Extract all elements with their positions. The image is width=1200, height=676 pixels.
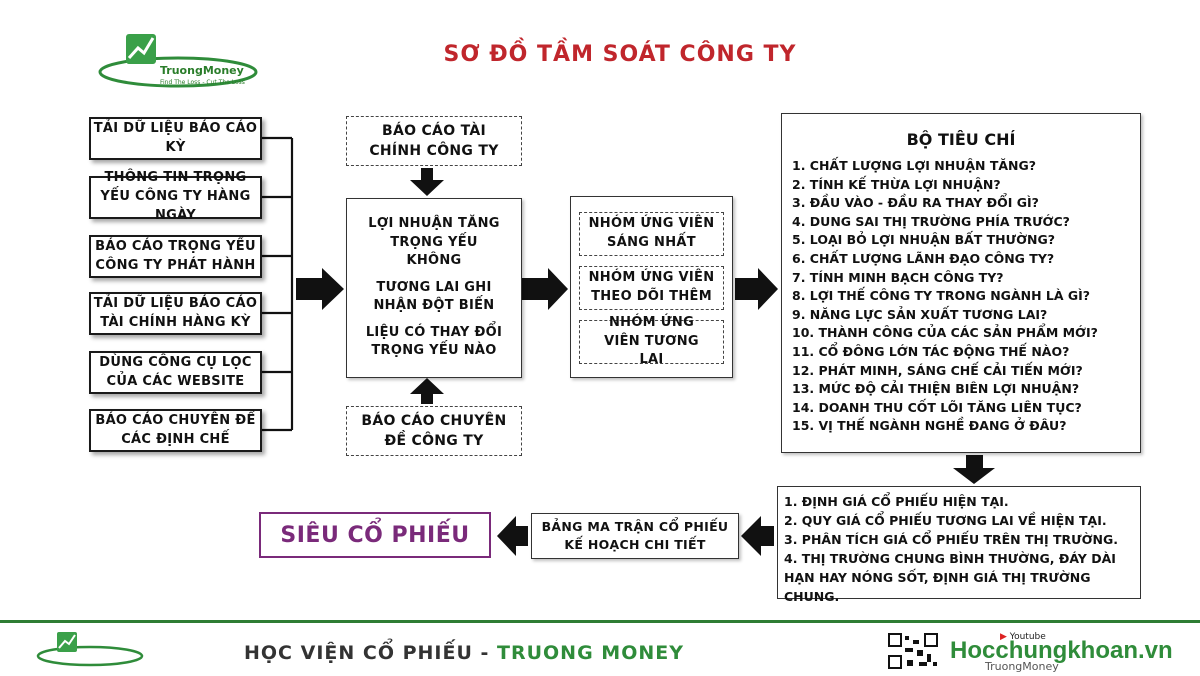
valuation-item: 3. PHÂN TÍCH GIÁ CỔ PHIẾU TRÊN THỊ TRƯỜN…: [784, 532, 1118, 547]
footer-logo: [35, 628, 145, 672]
criteria-item: 15. VỊ THẾ NGÀNH NGHỀ ĐANG Ở ĐÂU?: [792, 418, 1067, 434]
footer-academy: HỌC VIỆN CỔ PHIẾU - TRUONG MONEY: [244, 642, 684, 664]
youtube-text: Youtube: [1009, 632, 1046, 642]
criteria-item: 1. CHẤT LƯỢNG LỢI NHUẬN TĂNG?: [792, 158, 1037, 173]
footer-brand-name: TRUONG MONEY: [497, 642, 684, 664]
logo-tagline: Find The Loss - Cut The Loss: [160, 79, 245, 86]
criteria-item: 14. DOANH THU CỐT LÕI TĂNG LIÊN TỤC?: [792, 399, 1082, 415]
criteria-item: 10. THÀNH CÔNG CỦA CÁC SẢN PHẨM MỚI?: [792, 325, 1098, 341]
source-box-5: DÙNG CÔNG CỤ LỌC CỦA CÁC WEBSITE: [89, 351, 262, 394]
connectors: [262, 136, 995, 556]
criteria-item: 7. TÍNH MINH BẠCH CÔNG TY?: [792, 269, 1004, 285]
analysis-question-1: LỢI NHUẬN TĂNG TRỌNG YẾU KHÔNG: [368, 215, 500, 269]
footer-academy-label: HỌC VIỆN CỔ PHIẾU -: [244, 642, 498, 664]
analysis-question-2: TƯƠNG LAI GHI NHẬN ĐỘT BIẾN: [373, 279, 495, 314]
criteria-item: 11. CỔ ĐÔNG LỚN TÁC ĐỘNG THẾ NÀO?: [792, 343, 1070, 359]
top-input-box: BÁO CÁO TÀI CHÍNH CÔNG TY: [346, 116, 522, 166]
criteria-item: 12. PHÁT MINH, SÁNG CHẾ CẢI TIẾN MỚI?: [792, 362, 1083, 378]
youtube-label: ▶ Youtube: [1000, 632, 1046, 642]
criteria-item: 13. MỨC ĐỘ CẢI THIỆN BIÊN LỢI NHUẬN?: [792, 381, 1080, 397]
valuation-item: 4. THỊ TRƯỜNG CHUNG BÌNH THƯỜNG, ĐÁY DÀI…: [784, 551, 1116, 604]
criteria-item: 8. LỢI THẾ CÔNG TY TRONG NGÀNH LÀ GÌ?: [792, 288, 1091, 304]
criteria-box: BỘ TIÊU CHÍ 1. CHẤT LƯỢNG LỢI NHUẬN TĂNG…: [781, 113, 1141, 453]
criteria-title: BỘ TIÊU CHÍ: [906, 130, 1016, 149]
group-box-1: NHÓM ỨNG VIÊN SÁNG NHẤT: [579, 212, 724, 256]
source-box-2: THÔNG TIN TRỌNG YẾU CÔNG TY HÀNG NGÀY: [89, 170, 262, 223]
analysis-box: LỢI NHUẬN TĂNG TRỌNG YẾU KHÔNG TƯƠNG LAI…: [346, 198, 522, 378]
site-link[interactable]: Hocchungkhoan.vn: [950, 637, 1173, 664]
group-box-2: NHÓM ỨNG VIÊN THEO DÕI THÊM: [579, 266, 724, 310]
channel-name: TruongMoney: [985, 660, 1059, 673]
result-box: SIÊU CỔ PHIẾU: [259, 512, 491, 558]
matrix-box: BẢNG MA TRẬN CỔ PHIẾU KẾ HOẠCH CHI TIẾT: [531, 513, 739, 559]
criteria-item: 4. DUNG SAI THỊ TRƯỜNG PHÍA TRƯỚC?: [792, 213, 1070, 229]
footer-logo-icon: [36, 632, 144, 667]
qr-code-icon: [887, 632, 939, 670]
criteria-item: 2. TÍNH KẾ THỪA LỢI NHUẬN?: [792, 176, 1001, 192]
source-box-6: BÁO CÁO CHUYÊN ĐỀ CÁC ĐỊNH CHẾ: [89, 409, 262, 452]
group-box-3: NHÓM ỨNG VIÊN TƯƠNG LAI: [579, 315, 724, 367]
valuation-item: 2. QUY GIÁ CỔ PHIẾU TƯƠNG LAI VỀ HIỆN TẠ…: [784, 513, 1107, 528]
source-box-3: BÁO CÁO TRỌNG YẾU CÔNG TY PHÁT HÀNH: [89, 235, 262, 278]
valuation-item: 1. ĐỊNH GIÁ CỔ PHIẾU HIỆN TẠI.: [784, 494, 1009, 509]
footer-divider: [0, 620, 1200, 623]
criteria-item: 9. NĂNG LỰC SẢN XUẤT TƯƠNG LAI?: [792, 306, 1048, 322]
analysis-question-3: LIỆU CÓ THAY ĐỔI TRỌNG YẾU NÀO: [365, 324, 503, 359]
youtube-icon: ▶: [1000, 632, 1007, 642]
source-box-1: TẢI DỮ LIỆU BÁO CÁO KỲ: [89, 117, 262, 160]
criteria-item: 6. CHẤT LƯỢNG LÃNH ĐẠO CÔNG TY?: [792, 250, 1055, 266]
criteria-item: 3. ĐẦU VÀO - ĐẦU RA THAY ĐỔI GÌ?: [792, 195, 1039, 211]
valuation-box: 1. ĐỊNH GIÁ CỔ PHIẾU HIỆN TẠI. 2. QUY GI…: [777, 486, 1141, 604]
source-box-4: TẢI DỮ LIỆU BÁO CÁO TÀI CHÍNH HÀNG KỲ: [89, 292, 262, 335]
bottom-input-box: BÁO CÁO CHUYÊN ĐỀ CÔNG TY: [346, 406, 522, 456]
logo-name: TruongMoney: [160, 64, 244, 77]
diagram-title: SƠ ĐỒ TẦM SOÁT CÔNG TY: [443, 42, 797, 67]
top-logo: TruongMoney Find The Loss - Cut The Loss: [98, 28, 258, 98]
logo-swoosh-icon: [98, 34, 258, 88]
criteria-item: 5. LOẠI BỎ LỢI NHUẬN BẤT THƯỜNG?: [792, 232, 1055, 248]
